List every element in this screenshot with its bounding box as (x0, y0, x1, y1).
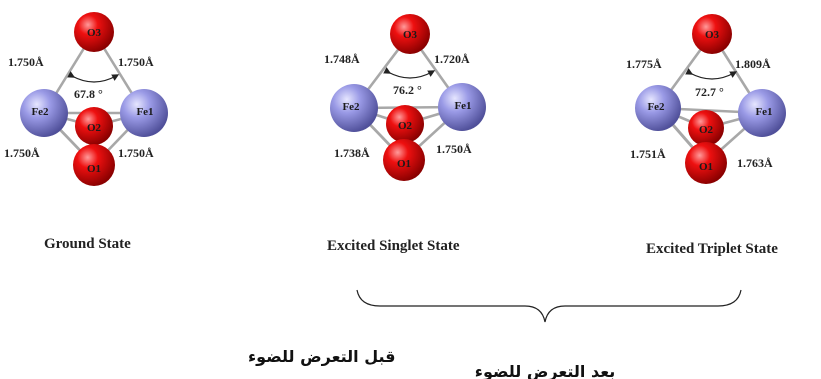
atom-o2 (688, 110, 724, 146)
atom-o1 (685, 142, 727, 184)
angle-arc (685, 68, 738, 80)
bond-label-fe1-o1: 1.763Å (737, 156, 773, 170)
bond-label-o3-fe2: 1.750Å (8, 55, 44, 69)
atom-o3 (74, 12, 114, 52)
state-label-excited-singlet: Excited Singlet State (327, 238, 460, 254)
panel-excited-singlet-state: O3 O2 Fe2 Fe1 O1 1.748Å 1.720Å 1.738Å 1.… (324, 14, 486, 254)
atom-label-o3: O3 (403, 29, 418, 41)
atom-label-o2: O2 (87, 122, 102, 134)
atom-o1 (73, 144, 115, 186)
bond-label-fe2-o1: 1.751Å (630, 147, 666, 161)
atom-label-o2: O2 (398, 120, 413, 132)
atom-label-o1: O1 (397, 158, 411, 170)
bond-label-o3-fe1: 1.809Å (735, 57, 771, 71)
atom-fe1 (120, 89, 168, 137)
atom-o3 (390, 14, 430, 54)
state-label-ground: Ground State (44, 236, 131, 252)
state-label-excited-triplet: Excited Triplet State (646, 241, 778, 257)
atom-label-fe1: Fe1 (755, 106, 772, 118)
atom-fe2 (20, 89, 68, 137)
atom-o2 (75, 107, 113, 145)
angle-label: 72.7 ° (695, 85, 724, 99)
panel-ground-state: O3 O2 Fe2 Fe1 O1 1.750Å 1.750Å 1.750Å 1.… (4, 12, 168, 252)
atom-label-fe2: Fe2 (31, 106, 49, 118)
caption-before-light: قبل التعرض للضوء (248, 347, 395, 366)
atom-o2 (386, 105, 424, 143)
angle-arc (67, 71, 120, 83)
bond-label-fe2-o1: 1.738Å (334, 146, 370, 160)
atom-fe2 (635, 85, 681, 131)
atom-o3 (692, 14, 732, 54)
atom-label-o3: O3 (705, 29, 720, 41)
bond-label-fe1-o1: 1.750Å (436, 142, 472, 156)
atom-label-o1: O1 (87, 163, 101, 175)
atom-label-o2: O2 (699, 124, 714, 136)
angle-label: 67.8 ° (74, 87, 103, 101)
atom-fe1 (438, 83, 486, 131)
atom-label-fe2: Fe2 (647, 101, 665, 113)
panel-excited-triplet-state: O3 O2 Fe2 Fe1 O1 1.775Å 1.809Å 1.751Å 1.… (626, 14, 786, 257)
bond-label-o3-fe2: 1.775Å (626, 57, 662, 71)
atom-o1 (383, 139, 425, 181)
atom-label-o1: O1 (699, 161, 713, 173)
bond-label-fe2-o1: 1.750Å (4, 146, 40, 160)
caption-after-light: بعد التعرض للضوء (475, 362, 615, 379)
atom-label-fe1: Fe1 (136, 106, 153, 118)
atom-label-o3: O3 (87, 27, 102, 39)
atom-label-fe1: Fe1 (454, 100, 471, 112)
atom-label-fe2: Fe2 (342, 101, 360, 113)
bond-label-o3-fe1: 1.720Å (434, 52, 470, 66)
atom-fe2 (330, 84, 378, 132)
bond-label-o3-fe1: 1.750Å (118, 55, 154, 69)
angle-label: 76.2 ° (393, 83, 422, 97)
bond-label-o3-fe2: 1.748Å (324, 52, 360, 66)
angle-arc (383, 67, 436, 79)
atom-fe1 (738, 89, 786, 137)
bond-label-fe1-o1: 1.750Å (118, 146, 154, 160)
grouping-brace (356, 289, 742, 323)
